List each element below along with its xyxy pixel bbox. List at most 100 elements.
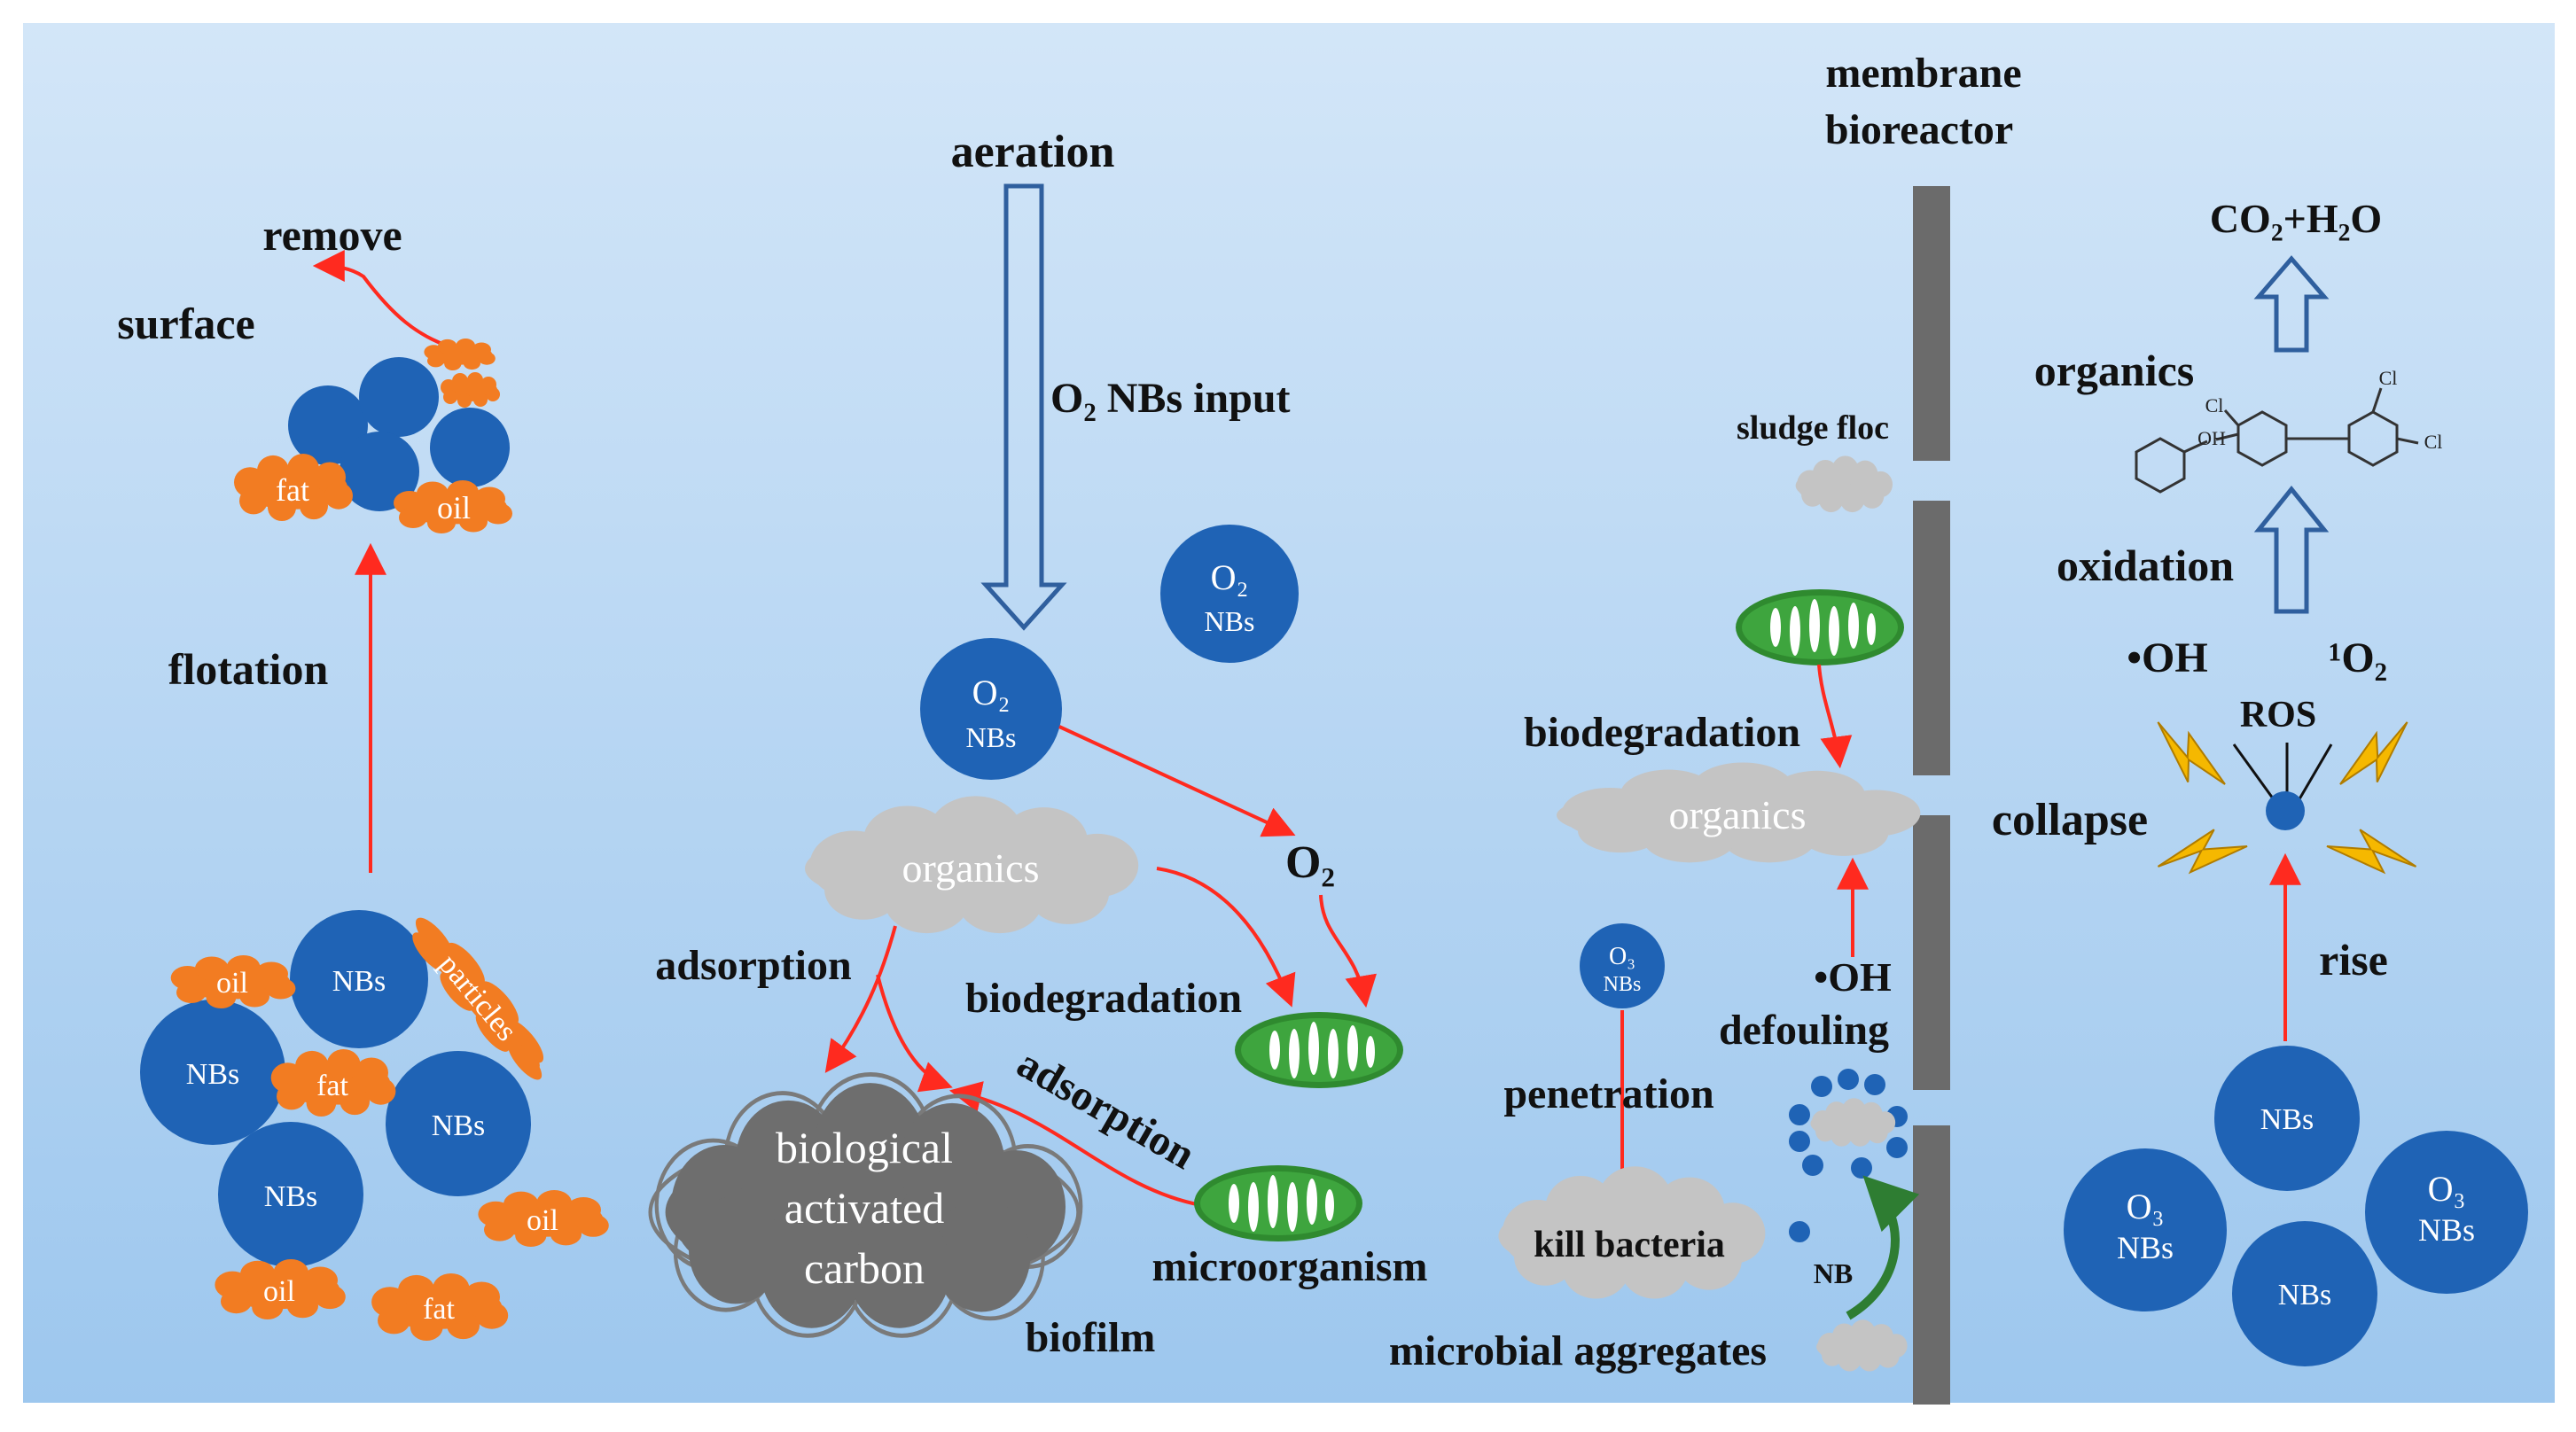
product-arrow	[2253, 255, 2330, 353]
aeration-label: aeration	[951, 127, 1115, 177]
bac-line2: activated	[785, 1183, 944, 1233]
remove-arrow	[312, 250, 462, 352]
nbs-label: NBs	[432, 1109, 485, 1142]
nbs-label: NBs	[966, 721, 1017, 753]
nb-bubble	[2214, 1046, 2360, 1191]
surface-label: surface	[117, 299, 255, 348]
biodegradation-label: biodegradation	[965, 975, 1242, 1022]
o3-nb-bubble	[2365, 1131, 2528, 1294]
fat-label: fat	[423, 1293, 455, 1326]
defouling-label: defouling	[1719, 1007, 1889, 1054]
nbs-label: NBs	[2278, 1279, 2331, 1311]
nbs-label: NBs	[1205, 605, 1255, 637]
oxidation-label: oxidation	[2057, 541, 2234, 590]
nbs-label: NBs	[2260, 1103, 2314, 1136]
ozone-panel: CO₂+H₂O organics OH Cl Cl Cl oxidation •…	[1992, 196, 2528, 1366]
fat-label: fat	[316, 1070, 348, 1102]
membrane-segment	[1913, 1125, 1950, 1405]
oil-label: oil	[216, 967, 248, 1000]
membrane-title-1: membrane	[1825, 50, 2021, 97]
oxidation-arrow	[2253, 486, 2330, 614]
nb-bubble	[340, 432, 419, 511]
collapsing-bubble	[2266, 791, 2305, 830]
collapse-label: collapse	[1992, 795, 2148, 845]
membrane-segment	[1913, 815, 1950, 1090]
bac-line3: carbon	[804, 1243, 925, 1293]
penetration-label: penetration	[1503, 1070, 1713, 1117]
nb-bubble	[430, 408, 510, 487]
microbe	[1235, 1012, 1403, 1088]
microbe	[1736, 589, 1904, 665]
microorganism-label: microorganism	[1151, 1243, 1427, 1290]
organics-label: organics	[902, 845, 1039, 891]
nbs-label: NBs	[186, 1058, 239, 1091]
adsorption-arrow-right	[948, 1081, 1202, 1207]
sludge-floc-label: sludge floc	[1737, 409, 1889, 447]
membrane-segment	[1913, 186, 1950, 461]
nbs-label: NBs	[332, 965, 386, 998]
nb-bubble	[140, 1000, 285, 1145]
cl-label: Cl	[2379, 367, 2398, 389]
membrane-title-2: bioreactor	[1825, 106, 2013, 153]
flotation-label: flotation	[168, 644, 329, 694]
o3-label: O₃	[2127, 1187, 2165, 1226]
biodegradation-label: biodegradation	[1524, 709, 1800, 756]
organic-molecule	[2135, 387, 2419, 494]
microbe	[1194, 1165, 1362, 1241]
o2-label: O₂	[1211, 557, 1249, 597]
microbial-aggregates-label: microbial aggregates	[1389, 1327, 1767, 1374]
cl-label: Cl	[2424, 431, 2443, 453]
fat-label: fat	[276, 472, 309, 508]
oh-label: •OH	[1814, 954, 1892, 1000]
aeration-arrow	[980, 183, 1067, 631]
flotation-panel: remove surface fat oil flotation NBs NBs	[117, 210, 609, 1341]
oh-radical-label: •OH	[2127, 634, 2207, 681]
oil-label: oil	[263, 1275, 295, 1308]
membrane-panel: membrane bioreactor sludge floc biodegra…	[1389, 50, 2022, 1405]
oil-label: oil	[437, 490, 471, 525]
nb-flow-arrow	[1846, 1175, 1920, 1320]
o3-nb-bubble	[2064, 1148, 2227, 1311]
nb-bubble	[2232, 1221, 2377, 1366]
nb-bubble	[386, 1051, 531, 1196]
surface-cluster: fat oil	[234, 339, 512, 533]
o3-nb-bubble	[1580, 923, 1665, 1008]
nb-bubble	[218, 1122, 363, 1267]
nbs-label: NBs	[1604, 973, 1642, 996]
adsorption-arrow-left	[824, 925, 897, 1073]
o3-label: O₃	[2428, 1169, 2466, 1209]
ros-label: ROS	[2240, 695, 2316, 735]
nb-bubble	[288, 385, 368, 465]
organics-label: organics	[2034, 346, 2195, 395]
biodeg-arrow	[1156, 867, 1296, 1008]
cl-label: Cl	[2205, 394, 2224, 416]
bac-line1: biological	[776, 1123, 953, 1172]
nb-bubble	[290, 910, 428, 1048]
nb-label: NB	[1814, 1257, 1853, 1289]
o2-to-microbe-arrow	[1319, 894, 1378, 1008]
o2-release-arrow	[1058, 725, 1296, 837]
adsorption-left-label: adsorption	[655, 942, 851, 989]
o2-input-label: O₂ NBs input	[1050, 375, 1291, 422]
o2-free-label: O₂	[1285, 837, 1335, 888]
biofilm-label: biofilm	[1026, 1314, 1156, 1361]
co2-h2o-label: CO₂+H₂O	[2210, 196, 2382, 241]
adsorption-arrow-mid	[876, 974, 953, 1093]
rise-label: rise	[2319, 935, 2388, 984]
nb-bubble	[359, 357, 439, 437]
nbs-label: NBs	[264, 1180, 317, 1213]
nbs-label: NBs	[2418, 1212, 2475, 1248]
o3-label: O₃	[1609, 943, 1635, 970]
nbs-label: NBs	[2117, 1230, 2174, 1265]
organics-label: organics	[1668, 792, 1806, 837]
o2-nb-bubble	[1160, 525, 1299, 663]
oil-label: oil	[527, 1204, 558, 1237]
kill-bacteria-label: kill bacteria	[1534, 1225, 1725, 1265]
biodeg-arrow	[1817, 664, 1853, 769]
o2-nb-bubble	[920, 638, 1062, 780]
o2-label: O₂	[972, 673, 1011, 712]
singlet-o2-label: ¹O₂	[2329, 634, 2387, 681]
remove-label: remove	[262, 210, 402, 260]
